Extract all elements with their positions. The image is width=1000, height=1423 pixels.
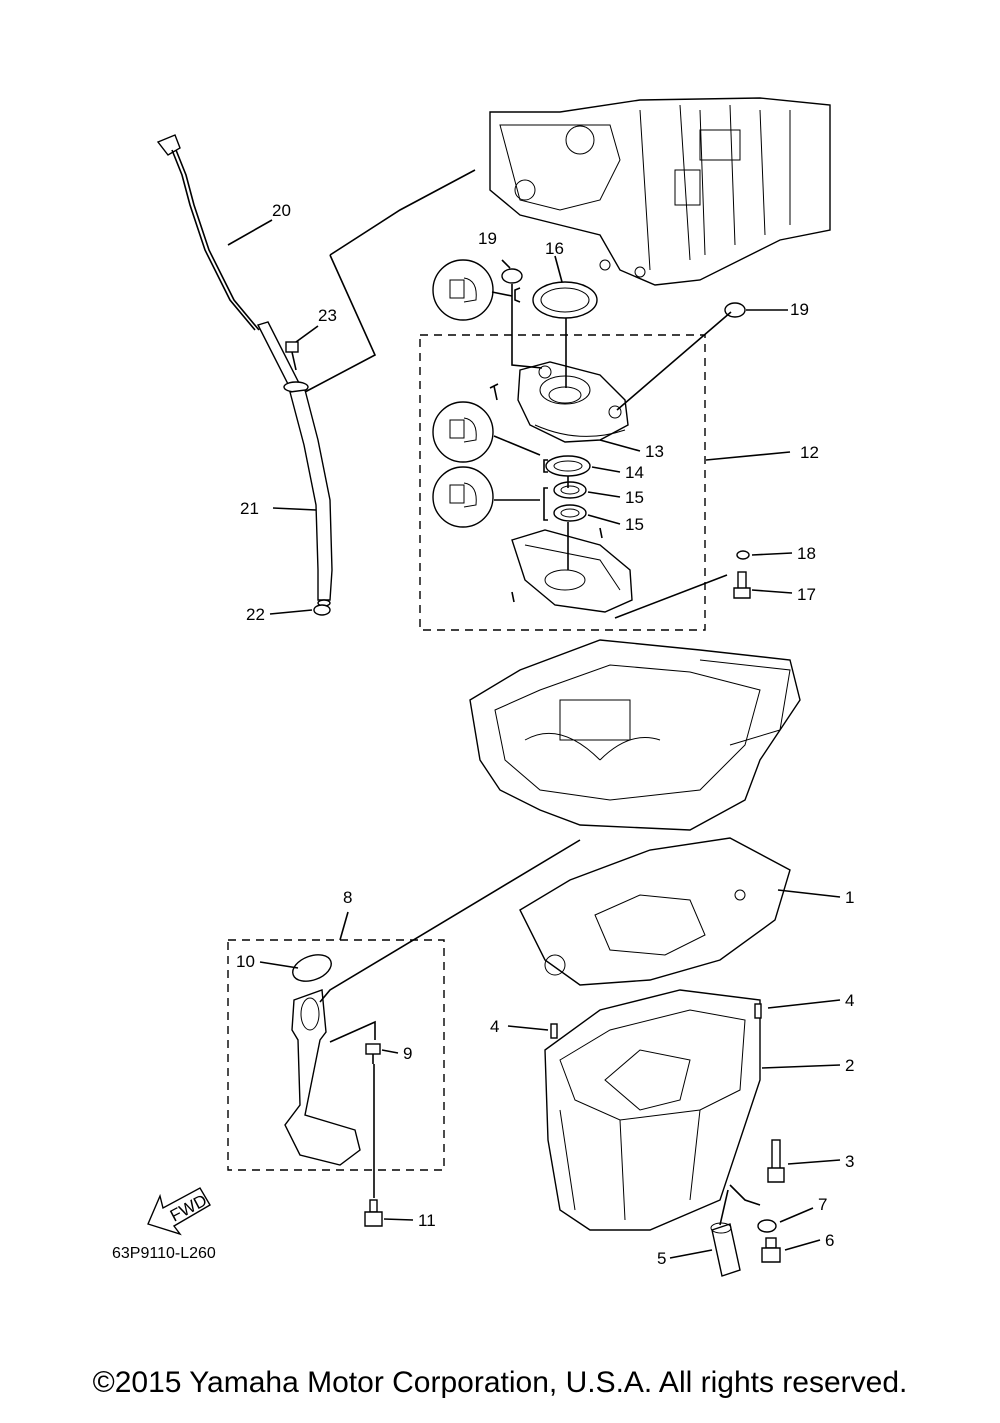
assembly-8-box — [227, 939, 445, 1171]
callout-15-upper: 15 — [625, 488, 644, 507]
callout-5: 5 — [657, 1249, 666, 1268]
oil-pan-2 — [544, 989, 761, 1231]
callout-14: 14 — [625, 463, 644, 482]
callout-16: 16 — [545, 239, 564, 258]
oil-strainer — [284, 989, 361, 1166]
assembly-12-box — [419, 334, 706, 631]
bolt-11 — [364, 1199, 383, 1227]
oil-seal-15-upper — [553, 481, 587, 499]
callout-23: 23 — [318, 306, 337, 325]
callout-19-left: 19 — [478, 229, 497, 248]
dipstick-guide-tube-21 — [256, 321, 333, 607]
sealant-icon — [432, 466, 494, 528]
callout-13: 13 — [645, 442, 664, 461]
oil-seal-15-lower — [553, 504, 587, 522]
washer-18 — [736, 550, 750, 560]
callout-22: 22 — [246, 605, 265, 624]
callout-7: 7 — [818, 1195, 827, 1214]
callout-1: 1 — [845, 888, 854, 907]
dowel-pin-4-left — [550, 1023, 558, 1039]
callout-2: 2 — [845, 1056, 854, 1075]
callout-11: 11 — [418, 1211, 436, 1230]
screw-small — [489, 383, 499, 401]
diagram-code: 63P9110-L260 — [112, 1245, 216, 1262]
fwd-arrow-icon: FWD — [147, 1187, 211, 1236]
callout-8: 8 — [343, 888, 352, 907]
plug-5 — [710, 1222, 741, 1277]
callout-4-left: 4 — [490, 1017, 499, 1036]
callout-10: 10 — [236, 952, 255, 971]
callout-20: 20 — [272, 201, 291, 220]
oil-seal-14 — [545, 455, 591, 477]
callout-6: 6 — [825, 1231, 834, 1250]
bolt-17 — [733, 571, 751, 599]
o-ring-19-left — [501, 268, 523, 284]
callout-18: 18 — [797, 544, 816, 563]
bolt-3 — [767, 1139, 785, 1183]
callout-labels: 1 2 3 4 4 5 6 7 8 9 10 11 12 13 14 15 15… — [236, 201, 854, 1268]
oil-pump-housing-upper — [517, 361, 629, 443]
dipstick-20 — [156, 134, 260, 331]
drain-plug-6 — [761, 1237, 781, 1263]
callout-21: 21 — [240, 499, 259, 518]
leader-lines — [227, 169, 841, 1259]
upper-casing — [469, 639, 801, 831]
callout-9: 9 — [403, 1044, 412, 1063]
engine-block — [489, 97, 831, 286]
gasket-10 — [292, 954, 332, 982]
callout-19-right: 19 — [790, 300, 809, 319]
callout-3: 3 — [845, 1152, 854, 1171]
callout-12: 12 — [800, 443, 819, 462]
callout-17: 17 — [797, 585, 816, 604]
grease-icon — [432, 259, 494, 321]
gasket-1 — [519, 837, 791, 986]
dowel-pin-4-right — [754, 1003, 762, 1019]
bolt-9 — [365, 1043, 381, 1064]
bolt-23 — [285, 341, 299, 371]
callout-4-right: 4 — [845, 991, 854, 1010]
oil-seal-16 — [532, 281, 598, 319]
callout-15-lower: 15 — [625, 515, 644, 534]
copyright-notice: ©2015 Yamaha Motor Corporation, U.S.A. A… — [92, 1366, 908, 1399]
o-ring-22 — [313, 604, 331, 616]
grease-icon — [432, 401, 494, 463]
oil-pump-housing-lower — [511, 527, 633, 613]
gasket-7 — [757, 1219, 777, 1233]
